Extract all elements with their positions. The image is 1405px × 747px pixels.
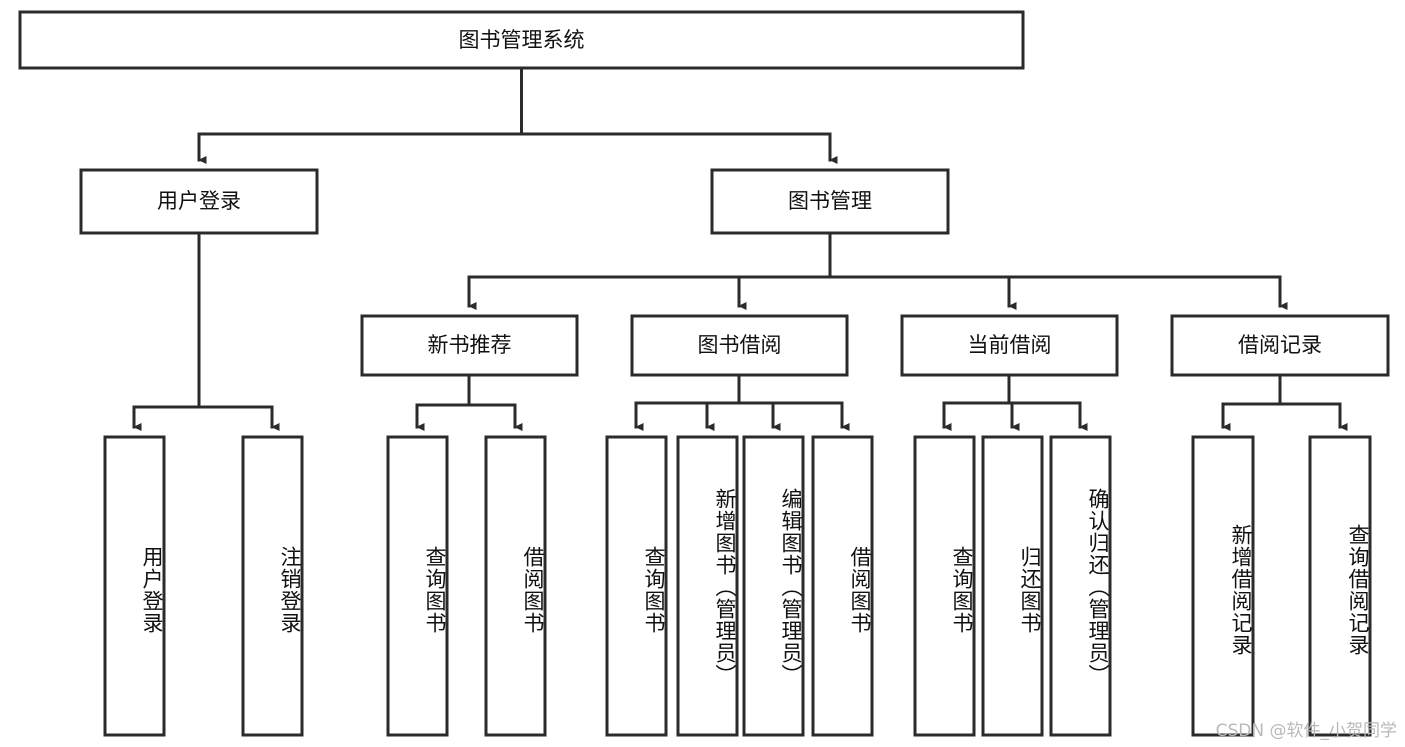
- node-user-login-label: 用户登录: [157, 189, 241, 213]
- node-user-login[interactable]: [79, 168, 319, 235]
- csdn-watermark: CSDN @软件_小贺同学: [1215, 721, 1397, 741]
- node-leaf-user-login[interactable]: [103, 435, 166, 737]
- node-leaf-edit-book-admin[interactable]: [742, 435, 805, 737]
- node-leaf-confirm-return-admin[interactable]: [1049, 435, 1112, 737]
- node-new-book-recommend[interactable]: [360, 314, 579, 377]
- node-leaf-return-book[interactable]: [981, 435, 1044, 737]
- node-root-system[interactable]: [18, 10, 1025, 70]
- connector-group-book-manage: [467, 231, 1288, 311]
- node-leaf-logout[interactable]: [241, 435, 304, 737]
- node-book-manage[interactable]: [710, 168, 950, 235]
- connector-group-borrow-record: [1221, 373, 1348, 432]
- connector-group-user-login: [132, 231, 280, 432]
- node-root-system-label: 图书管理系统: [459, 28, 585, 52]
- node-new-book-recommend-label: 新书推荐: [428, 333, 512, 357]
- node-leaf-query-book-bb[interactable]: [605, 435, 668, 737]
- node-leaf-borrow-book-nbr[interactable]: [484, 435, 547, 737]
- node-book-borrow-label: 图书借阅: [698, 333, 782, 357]
- node-borrow-record[interactable]: [1170, 314, 1390, 377]
- connector-group-root: [197, 66, 838, 165]
- node-book-borrow[interactable]: [630, 314, 849, 377]
- connector-group-book-borrow: [634, 373, 850, 432]
- node-leaf-query-borrow-record[interactable]: [1308, 435, 1372, 737]
- node-current-borrow[interactable]: [900, 314, 1119, 377]
- node-borrow-record-label: 借阅记录: [1238, 333, 1322, 357]
- node-leaf-add-borrow-record[interactable]: [1191, 435, 1255, 737]
- node-leaf-query-book-cb[interactable]: [913, 435, 976, 737]
- connector-group-new-book-rec: [415, 373, 523, 432]
- node-book-manage-label: 图书管理: [788, 189, 872, 213]
- node-current-borrow-label: 当前借阅: [968, 333, 1052, 357]
- node-leaf-query-book-nbr[interactable]: [386, 435, 449, 737]
- connector-group-current-borrow: [942, 373, 1088, 432]
- node-leaf-add-book-admin[interactable]: [676, 435, 739, 737]
- node-leaf-borrow-book-bb[interactable]: [811, 435, 874, 737]
